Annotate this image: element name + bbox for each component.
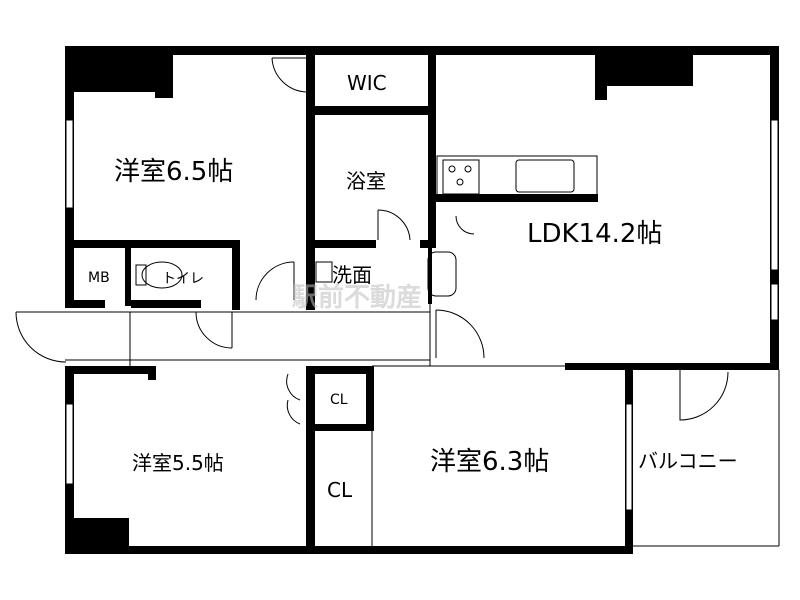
- room-label-wic: WIC: [347, 71, 387, 95]
- room-label-bedroom2: 洋室5.5帖: [132, 451, 224, 475]
- watermark: 駅前不動産: [292, 282, 422, 313]
- room-label-bedroom3: 洋室6.3帖: [430, 447, 549, 477]
- columns: [65, 46, 693, 554]
- room-label-washroom: 洗面: [332, 263, 372, 287]
- windows: [65, 119, 779, 511]
- room-label-ldk: LDK14.2帖: [527, 219, 662, 249]
- room-label-cl1: CL: [330, 392, 348, 408]
- room-label-mb: MB: [88, 270, 110, 286]
- room-label-cl2: CL: [327, 478, 353, 502]
- room-label-bedroom1: 洋室6.5帖: [114, 157, 233, 187]
- thin-lines: [65, 155, 780, 547]
- room-label-bath: 浴室: [346, 169, 386, 193]
- interior-walls: [65, 46, 633, 554]
- room-label-balcony: バルコニー: [638, 449, 738, 473]
- doors: [15, 57, 729, 425]
- room-label-toilet: トイレ: [162, 271, 204, 287]
